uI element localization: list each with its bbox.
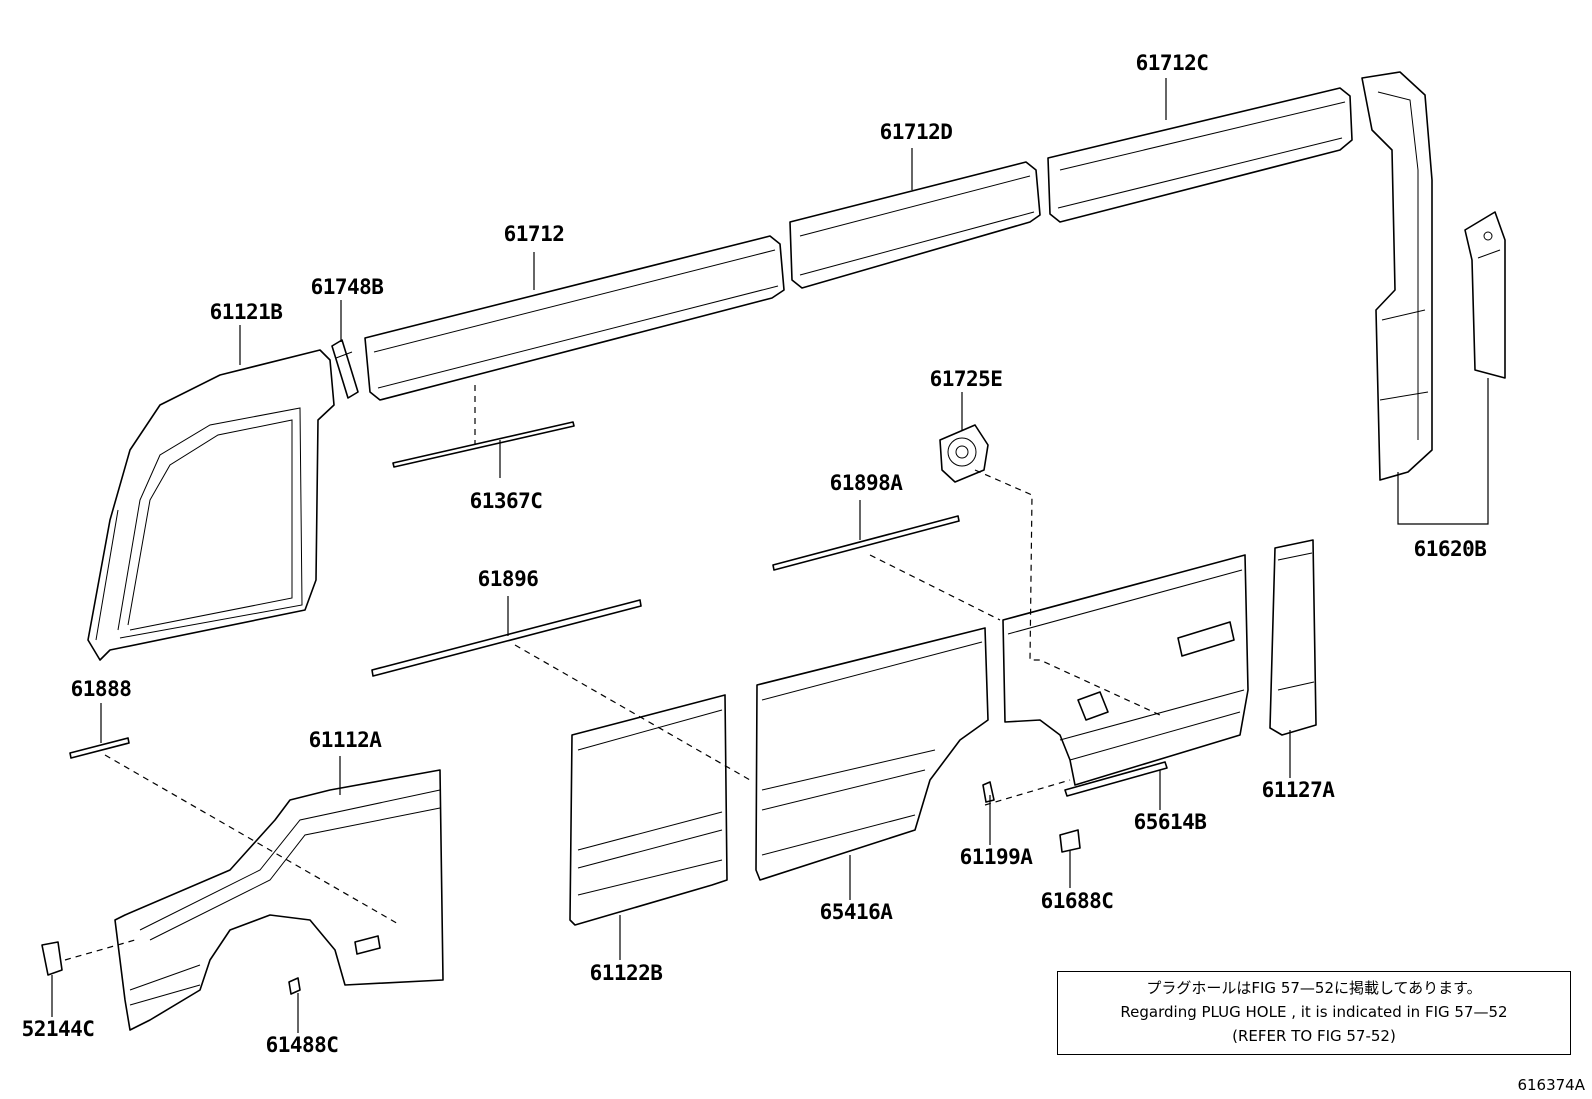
part-61488C-shape [288, 977, 301, 995]
part-61888-shape [69, 737, 130, 759]
label-61712: 61712 [504, 222, 565, 246]
leader-lines [51, 78, 1489, 1033]
label-61888: 61888 [71, 677, 132, 701]
part-61199A-shape [982, 781, 995, 803]
part-65614B-shape [1002, 554, 1249, 797]
label-61199A: 61199A [960, 845, 1034, 869]
label-61488C: 61488C [266, 1033, 339, 1057]
part-61712D-shape [789, 161, 1041, 289]
part-61712-shape [364, 235, 785, 401]
label-61688C: 61688C [1041, 889, 1114, 913]
label-65614B: 65614B [1134, 810, 1207, 834]
figure-id: 616374A [1517, 1076, 1585, 1094]
label-61725E: 61725E [930, 367, 1003, 391]
label-61748B: 61748B [311, 275, 384, 299]
label-61367C: 61367C [470, 489, 543, 513]
label-61620B: 61620B [1414, 537, 1487, 561]
part-labels: 61712C 61712D 61712 61748B 61121B 61367C… [22, 51, 1487, 1057]
part-61367C-shape [392, 421, 575, 468]
part-61121B-shape [87, 349, 335, 661]
dashed-guides [64, 385, 1161, 961]
part-61712C-shape [1047, 87, 1353, 223]
part-65416A-shape [755, 627, 989, 881]
label-61121B: 61121B [210, 300, 283, 324]
part-61688C-shape [1059, 829, 1081, 853]
label-61712C: 61712C [1136, 51, 1209, 75]
part-61725E-shape [939, 424, 989, 483]
part-61112A-shape [46, 769, 444, 1031]
part-61620B-inner-shape [1464, 211, 1506, 379]
part-52144C-shape [41, 941, 63, 976]
label-61112A: 61112A [309, 728, 383, 752]
plug-hole-note: プラグホールはFIG 57—52に掲載してあります。 Regarding PLU… [1057, 971, 1571, 1055]
part-61748B-shape [331, 339, 359, 399]
part-61122B-shape [569, 694, 728, 926]
label-61896: 61896 [478, 567, 539, 591]
label-61898A: 61898A [830, 471, 904, 495]
part-61896-shape [371, 599, 642, 677]
label-52144C: 52144C [22, 1017, 95, 1041]
part-61898A-shape [772, 515, 960, 571]
label-61712D: 61712D [880, 120, 953, 144]
note-line-english: Regarding PLUG HOLE , it is indicated in… [1120, 1003, 1508, 1021]
label-61122B: 61122B [590, 961, 663, 985]
label-61127A: 61127A [1262, 778, 1336, 802]
label-65416A: 65416A [820, 900, 894, 924]
note-line-refer: (REFER TO FIG 57-52) [1232, 1027, 1396, 1045]
part-61127A-shape [1269, 539, 1317, 736]
part-61620B-shape [1361, 71, 1433, 481]
note-line-japanese: プラグホールはFIG 57—52に掲載してあります。 [1146, 979, 1482, 997]
